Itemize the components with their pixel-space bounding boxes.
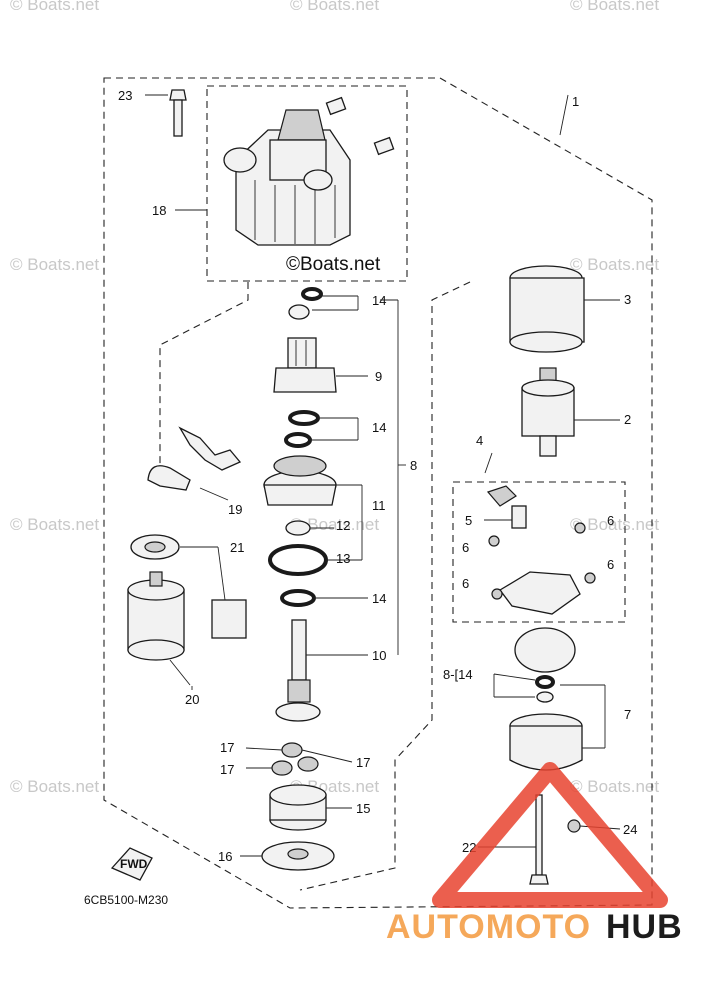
callout-6: 6 [607, 513, 614, 528]
armature-2 [521, 367, 620, 457]
callout-3: 3 [624, 292, 631, 307]
callout-14: 14 [372, 591, 386, 606]
brand-part2: HUB [606, 908, 683, 946]
end-plate [493, 627, 576, 703]
brand-part1: AUTOMOTO [386, 908, 591, 946]
brand-logo: AUTOMOTO HUB [386, 762, 683, 946]
planet-gears-17 [271, 742, 319, 776]
watermarks: © Boats.net © Boats.net © Boats.net © Bo… [10, 0, 659, 796]
lever-19 [147, 426, 242, 491]
callout-17: 17 [356, 755, 370, 770]
ring-gear-15 [269, 784, 327, 831]
center-watermark: ©Boats.net [286, 254, 381, 275]
callout-8-14: 8-[14 [443, 667, 473, 682]
callout-21: 21 [230, 540, 244, 555]
shaft-10 [275, 619, 321, 722]
watermark: © Boats.net [10, 777, 99, 796]
callout-14: 14 [372, 293, 386, 308]
watermark: © Boats.net [570, 0, 659, 14]
brush-holder-4 [484, 452, 596, 615]
center-stack [261, 287, 337, 871]
callout-numbers: 23 18 1 3 2 4 5 6 6 6 6 8-[14 7 14 9 14 … [84, 88, 637, 907]
fwd-label: FWD [120, 857, 148, 871]
bolt-23 [145, 89, 187, 137]
callout-6: 6 [462, 540, 469, 555]
brush-holder-box [452, 481, 626, 623]
watermark: © Boats.net [570, 777, 659, 796]
callout-8: 8 [410, 458, 417, 473]
callout-2: 2 [624, 412, 631, 427]
callout-9: 9 [375, 369, 382, 384]
callout-11: 11 [372, 498, 386, 513]
pinion-9 [273, 337, 337, 393]
callout-23: 23 [118, 88, 132, 103]
brand-triangle-icon [432, 762, 668, 908]
callout-12: 12 [336, 518, 350, 533]
yoke-3 [509, 265, 620, 353]
callout-13: 13 [336, 551, 350, 566]
watermark: © Boats.net [290, 515, 379, 534]
callout-19: 19 [228, 502, 242, 517]
gasket-21 [130, 534, 247, 639]
watermark: © Boats.net [10, 515, 99, 534]
callout-20: 20 [185, 692, 199, 707]
callout-24: 24 [623, 822, 637, 837]
callout-6: 6 [462, 576, 469, 591]
watermark: © Boats.net [10, 0, 99, 14]
callout-7: 7 [624, 707, 631, 722]
callout-10: 10 [372, 648, 386, 663]
watermark: © Boats.net [570, 255, 659, 274]
callout-1: 1 [572, 94, 579, 109]
callout-4: 4 [476, 433, 483, 448]
callout-17: 17 [220, 740, 234, 755]
diagram-code: 6CB5100-M230 [84, 893, 168, 907]
cover-18 [175, 96, 395, 246]
callout-14: 14 [372, 420, 386, 435]
solenoid-20 [127, 571, 191, 686]
callout-5: 5 [465, 513, 472, 528]
callout-17: 17 [220, 762, 234, 777]
watermark: © Boats.net [290, 0, 379, 14]
fwd-arrow-icon: FWD [110, 847, 153, 881]
cover-subassembly-box [206, 85, 408, 282]
bolt-22 [478, 794, 549, 885]
callout-18: 18 [152, 203, 166, 218]
end-cover-7 [509, 684, 606, 771]
right-internal-path [299, 281, 471, 891]
callout-6: 6 [607, 557, 614, 572]
callout-15: 15 [356, 801, 370, 816]
watermark: © Boats.net [570, 515, 659, 534]
plate-16 [261, 841, 335, 871]
leader-lines [191, 94, 569, 857]
housing-11 [263, 455, 337, 506]
callout-16: 16 [218, 849, 232, 864]
watermark: © Boats.net [10, 255, 99, 274]
